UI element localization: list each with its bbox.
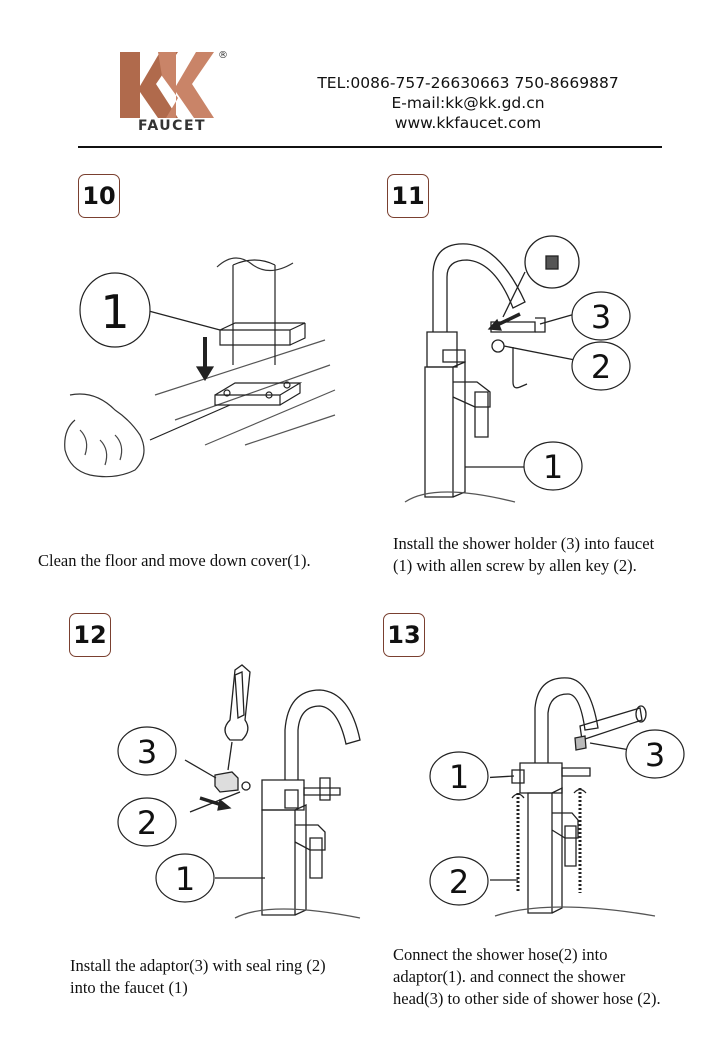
step-11-number: 11	[387, 174, 429, 218]
svg-text:2: 2	[449, 863, 469, 901]
svg-text:1: 1	[100, 285, 129, 339]
step-11-illustration	[404, 235, 580, 503]
step-13-caption-line-1: Connect the shower hose(2) into	[393, 945, 608, 964]
step-12-number: 12	[69, 613, 111, 657]
phone-text: TEL:0086-757-26630663 750-8669887	[317, 74, 619, 92]
step-13-callout-3: 3	[625, 729, 685, 779]
website-text: www.kkfaucet.com	[394, 114, 542, 132]
step-11-callout-3: 3	[571, 291, 631, 341]
step-11-callout-2: 2	[571, 341, 631, 391]
step-10-number: 10	[78, 174, 120, 218]
kk-faucet-logo: ® FAUCET	[120, 50, 228, 134]
step-13-caption: Connect the shower hose(2) into adaptor(…	[393, 944, 661, 1010]
step-10-caption: Clean the floor and move down cover(1).	[38, 551, 311, 570]
step-12-caption-line-1: Install the adaptor(3) with seal ring (2…	[70, 956, 326, 975]
step-11-caption-line-1: Install the shower holder (3) into fauce…	[393, 534, 655, 553]
header-divider	[78, 146, 662, 148]
svg-text:2: 2	[591, 348, 611, 386]
contact-block: TEL:0086-757-26630663 750-8669887 E-mail…	[300, 73, 636, 133]
step-12-caption: Install the adaptor(3) with seal ring (2…	[70, 955, 326, 999]
svg-text:®: ®	[218, 50, 228, 61]
step-13-illustration	[490, 677, 656, 917]
svg-text:1: 1	[175, 860, 195, 898]
svg-text:3: 3	[137, 733, 157, 771]
step-11-caption: Install the shower holder (3) into fauce…	[393, 533, 654, 577]
step-11-callout-1: 1	[523, 441, 583, 491]
step-11-caption-line-2: (1) with allen screw by allen key (2).	[393, 556, 637, 575]
step-13-number: 13	[383, 613, 425, 657]
step-12-callout-1: 1	[155, 853, 215, 903]
email-text: E-mail:kk@kk.gd.cn	[391, 94, 545, 112]
step-12-callout-2: 2	[117, 797, 177, 847]
step-12-callout-3: 3	[117, 726, 177, 776]
step-10-illustration	[64, 257, 336, 478]
step-13-callout-2: 2	[429, 856, 489, 906]
step-13-caption-line-3: head(3) to other side of shower hose (2)…	[393, 989, 661, 1008]
step-12-caption-line-2: into the faucet (1)	[70, 978, 188, 997]
step-10-callout-1: 1	[79, 272, 151, 348]
svg-text:1: 1	[543, 448, 563, 486]
step-13-callout-1: 1	[429, 751, 489, 801]
svg-text:3: 3	[645, 736, 665, 774]
svg-text:FAUCET: FAUCET	[138, 118, 206, 134]
step-13-caption-line-2: adaptor(1). and connect the shower	[393, 967, 626, 986]
svg-text:3: 3	[591, 298, 611, 336]
svg-text:2: 2	[137, 804, 157, 842]
svg-text:1: 1	[449, 758, 469, 796]
step-12-illustration	[184, 664, 361, 919]
